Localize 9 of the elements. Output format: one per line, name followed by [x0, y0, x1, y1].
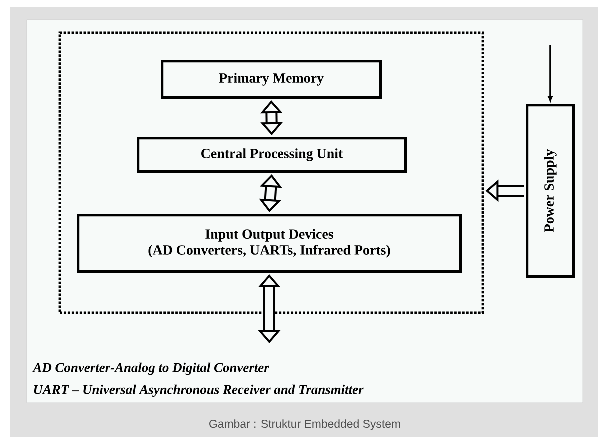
note-text: UART – Universal Asynchronous Receiver and Transmitter: [34, 384, 364, 398]
power-supply-box: Power Supply: [526, 104, 575, 278]
note-text: AD Converter-Analog to Digital Converter: [32, 362, 270, 376]
process-box: Central Processing Unit: [137, 137, 407, 173]
arrow: [548, 45, 553, 102]
process-box: Input Output Devices (AD Converters, UARTs, Infrared Ports): [77, 214, 462, 273]
caption: Gambar : Struktur Embedded System: [210, 420, 400, 430]
dotted-boundary-box: [58, 32, 484, 314]
process-box: Primary Memory: [161, 60, 382, 99]
